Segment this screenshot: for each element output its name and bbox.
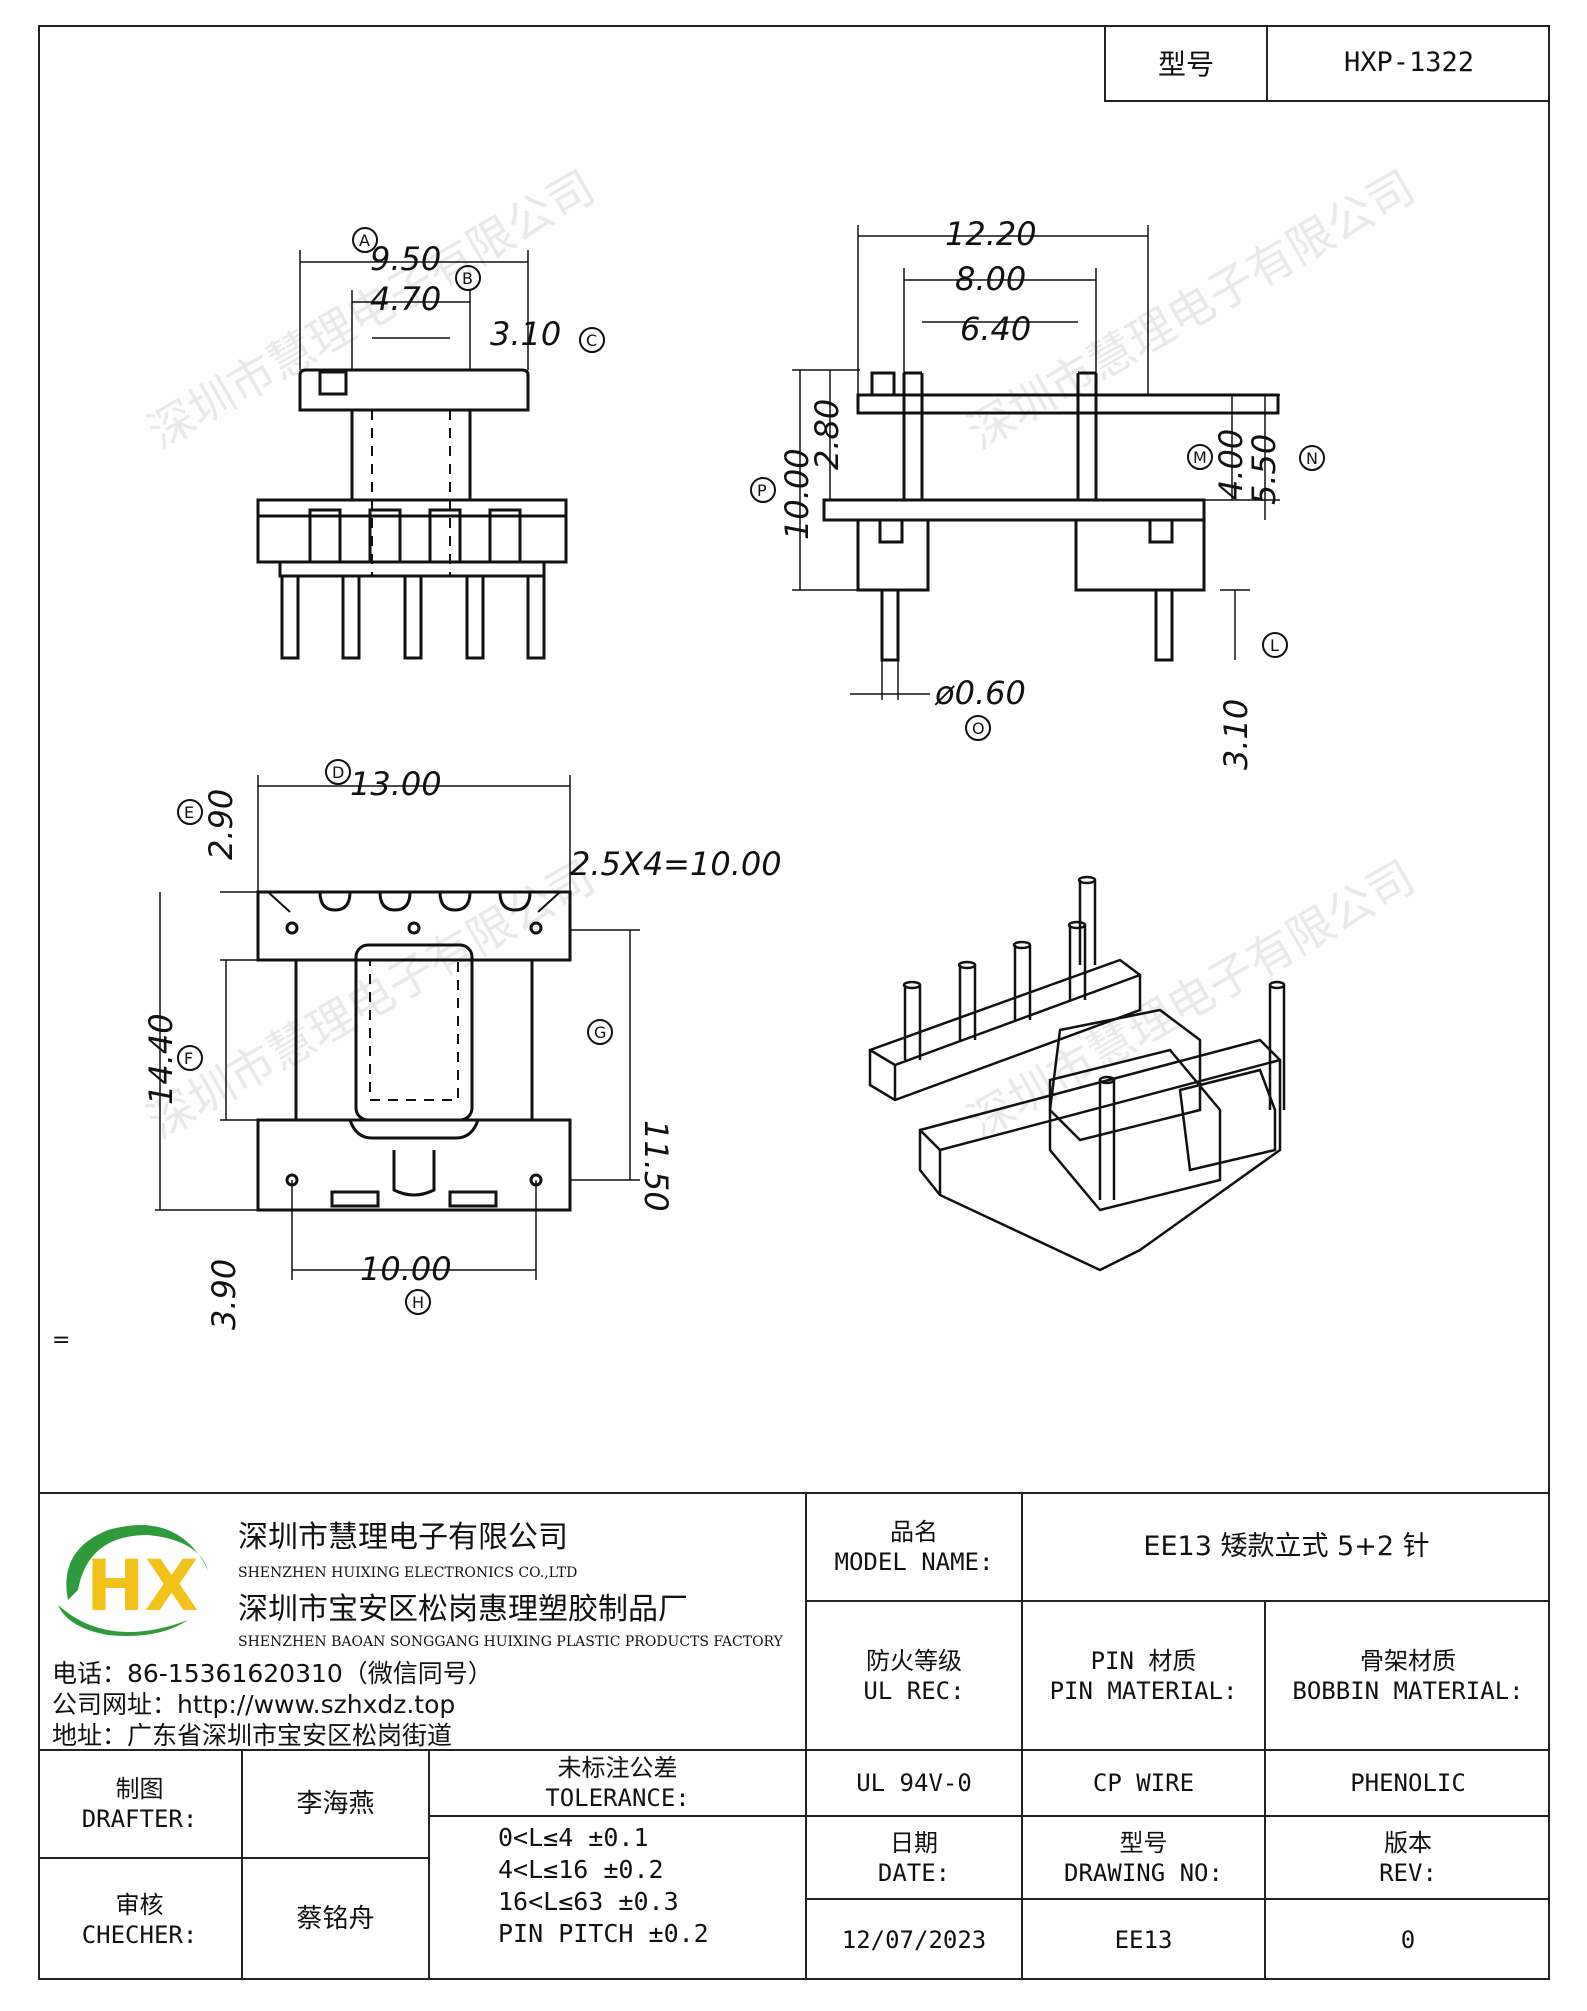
company-name-en: SHENZHEN HUIXING ELECTRONICS CO.,LTD (238, 1565, 578, 1581)
dim-k: ø0.60 (934, 674, 1026, 712)
drafter-value: 李海燕 (296, 1788, 375, 1819)
model-name-value: EE13 矮款立式 5+2 针 (1143, 1531, 1430, 1563)
model-value: HXP-1322 (1343, 47, 1475, 78)
tolerance-label: 未标注公差 TOLERANCE: (545, 1754, 690, 1812)
drawing-no-value: EE13 (1114, 1926, 1173, 1954)
watermark-text: 深圳市慧理电子有限公司 (959, 850, 1424, 1150)
pin-material-value: CP WIRE (1092, 1769, 1195, 1797)
dim-e: 8.00 (955, 260, 1026, 298)
dim-a: 9.50 (370, 240, 441, 278)
factory-name-cn: 深圳市宝安区松岗惠理塑胶制品厂 (238, 1592, 688, 1627)
factory-name-en: SHENZHEN BAOAN SONGGANG HUIXING PLASTIC … (238, 1634, 783, 1650)
dimension-labels: 9.50 4.70 3.10 12.20 8.00 6.40 2.80 10.0… (142, 215, 1283, 1330)
callout-c: C (586, 331, 597, 350)
callout-a: A (359, 231, 370, 250)
company-logo: HX (58, 1525, 208, 1636)
callout-b: B (462, 269, 473, 288)
callout-l: L (1270, 636, 1279, 655)
company-address: 地址：广东省深圳市宝安区松岗街道 (52, 1721, 453, 1750)
drawing-no-label: 型号 DRAWING NO: (1064, 1828, 1223, 1887)
pin-material-label: PIN 材质 PIN MATERIAL: (1049, 1646, 1238, 1705)
callout-f: F (184, 1049, 193, 1068)
watermark-group: 深圳市慧理电子有限公司 深圳市慧理电子有限公司 深圳市慧理电子有限公司 深圳市慧… (139, 160, 1424, 1150)
ul-rec-label: 防火等级 UL REC: (863, 1646, 965, 1705)
front-view (256, 250, 568, 660)
dim-i: 4.00 (1212, 429, 1250, 500)
callout-g: G (594, 1023, 606, 1042)
dim-q: 11.50 (637, 1120, 675, 1212)
tolerance-line: PIN PITCH ±0.2 (498, 1919, 709, 1948)
dim-d: 12.20 (945, 215, 1037, 253)
dim-h: 10.00 (778, 448, 816, 540)
company-website[interactable]: 公司网址：http://www.szhxdz.top (52, 1690, 456, 1719)
tolerance-line: 0<L≤4 ±0.1 (498, 1823, 649, 1852)
title-block: HX 深圳市慧理电子有限公司 SHENZHEN HUIXING ELECTRON… (38, 1492, 1550, 1980)
callout-o: O (972, 719, 985, 738)
side-view (792, 225, 1280, 700)
tolerance-values: 0<L≤4 ±0.1 4<L≤16 ±0.2 16<L≤63 ±0.3 PIN … (498, 1822, 709, 1950)
callout-e: E (184, 803, 194, 822)
callout-h: H (412, 1293, 424, 1312)
ul-value: UL 94V-0 (856, 1769, 972, 1797)
technical-drawing: 深圳市慧理电子有限公司 深圳市慧理电子有限公司 深圳市慧理电子有限公司 深圳市慧… (139, 160, 1424, 1330)
model-number-box: 型号 HXP-1322 (1104, 25, 1550, 102)
watermark-text: 深圳市慧理电子有限公司 (139, 850, 604, 1150)
model-label: 型号 (1106, 25, 1268, 100)
callout-m: M (1193, 448, 1207, 467)
dim-b: 4.70 (370, 280, 441, 318)
date-value: 12/07/2023 (841, 1926, 987, 1954)
checker-label: 审核 CHECHER: (81, 1890, 198, 1949)
dim-g: 2.80 (808, 399, 846, 470)
dim-s: 3.90 (205, 1259, 243, 1330)
drawing-sheet-border (38, 25, 1550, 1980)
company-info: HX 深圳市慧理电子有限公司 SHENZHEN HUIXING ELECTRON… (38, 1492, 805, 1750)
rev-label: 版本 REV: (1379, 1828, 1437, 1887)
bobbin-material-label: 骨架材质 BOBBIN MATERIAL: (1292, 1646, 1524, 1705)
isometric-view (868, 875, 1286, 1272)
callout-p: P (757, 481, 767, 500)
company-phone: 电话：86-15361620310（微信同号） (52, 1659, 493, 1688)
callout-d: D (332, 763, 344, 782)
dim-n: 2.90 (202, 789, 240, 860)
dim-r: 10.00 (360, 1250, 452, 1288)
dim-j: 5.50 (1245, 434, 1283, 505)
dim-o: 2.5X4=10.00 (570, 845, 782, 883)
dim-f: 6.40 (960, 310, 1031, 348)
date-label: 日期 DATE: (877, 1828, 951, 1887)
company-name-cn: 深圳市慧理电子有限公司 (238, 1520, 568, 1555)
circle-callout-letters: A B C D E F G H L M N O P (184, 231, 1318, 1312)
callout-n: N (1306, 449, 1318, 468)
top-view (155, 775, 640, 1280)
dim-m: 13.00 (350, 765, 442, 803)
rev-value: 0 (1400, 1926, 1416, 1954)
dim-l: 3.10 (1217, 699, 1255, 770)
model-name-label: 品名 MODEL NAME: (834, 1518, 994, 1576)
logo-letters: HX (86, 1545, 199, 1627)
bobbin-material-value: PHENOLIC (1350, 1769, 1466, 1797)
dim-p: 14.40 (142, 1013, 180, 1105)
tolerance-line: 16<L≤63 ±0.3 (498, 1887, 679, 1916)
stray-mark: = (52, 1328, 71, 1353)
dim-c: 3.10 (490, 315, 561, 353)
checker-value: 蔡铭舟 (296, 1904, 375, 1935)
circle-callouts (177, 227, 1325, 1315)
tolerance-line: 4<L≤16 ±0.2 (498, 1855, 664, 1884)
drafter-label: 制图 DRAFTER: (81, 1775, 198, 1833)
